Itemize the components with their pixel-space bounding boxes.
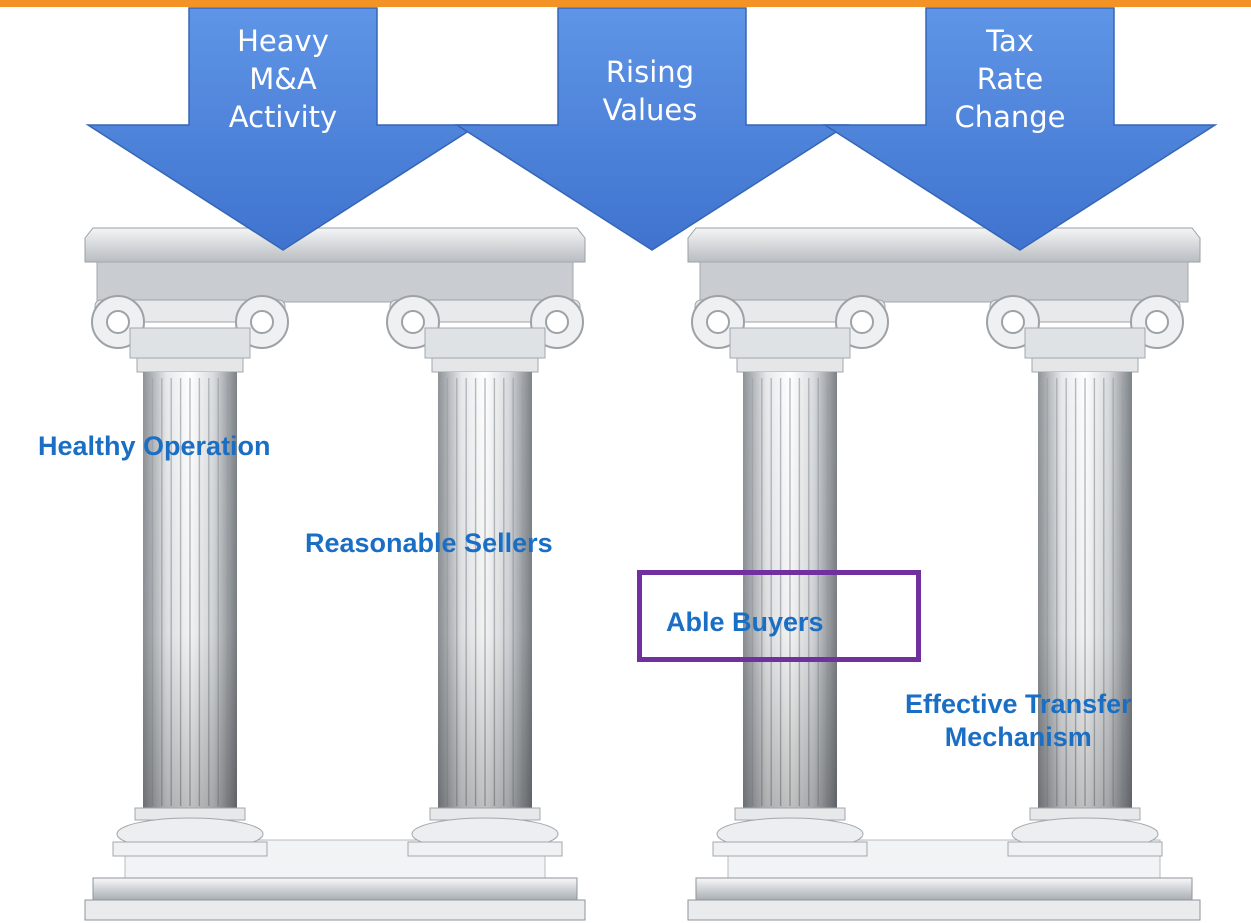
column-plinth	[407, 841, 563, 857]
pillar-label-able-buyers: Able Buyers	[666, 606, 824, 639]
pillar-label-healthy-operation: Healthy Operation	[38, 430, 271, 463]
volute-eye	[250, 310, 274, 334]
column	[91, 295, 289, 857]
column-shade	[1038, 372, 1132, 810]
arrow-label-rising-values: Rising Values	[575, 53, 725, 129]
arrow-label-line: M&A	[249, 62, 317, 96]
pillar-label-line: Able Buyers	[666, 607, 824, 637]
pillar-label-reasonable-sellers: Reasonable Sellers	[305, 527, 553, 560]
volute-eye	[106, 310, 130, 334]
capital-neck	[136, 357, 244, 373]
arrow-label-tax-rate: Tax Rate Change	[935, 22, 1085, 136]
highlight-box	[637, 570, 921, 662]
arrow-label-line: Rising	[605, 55, 695, 89]
down-arrow-icon	[822, 7, 1218, 251]
column	[691, 295, 889, 857]
column	[386, 295, 584, 857]
capital-neck	[431, 357, 539, 373]
column-plinth	[1007, 841, 1163, 857]
column-plinth	[112, 841, 268, 857]
volute-eye	[850, 310, 874, 334]
capital-echinus	[729, 327, 851, 359]
pillar-label-line: Healthy Operation	[38, 431, 271, 461]
entablature	[84, 227, 586, 303]
arrow-label-line: Values	[602, 93, 698, 127]
column-shade	[438, 372, 532, 810]
stylobate	[84, 839, 586, 921]
entablature-top	[84, 227, 586, 263]
stylobate-step	[687, 899, 1201, 921]
volute-eye	[1001, 310, 1025, 334]
capital-neck	[736, 357, 844, 373]
arrow-label-line: Tax	[986, 24, 1034, 58]
entablature-band	[699, 261, 1189, 303]
arrow-label-line: Change	[954, 100, 1066, 134]
top-accent-bar	[0, 0, 1251, 7]
pillar-label-line: Reasonable Sellers	[305, 528, 553, 558]
arrow-label-line: Rate	[976, 62, 1044, 96]
volute-eye	[401, 310, 425, 334]
stylobate-step	[84, 899, 586, 921]
column-shade	[143, 372, 237, 810]
column	[986, 295, 1184, 857]
down-arrow-icon	[85, 7, 481, 251]
column-plinth	[712, 841, 868, 857]
stylobate-step	[695, 877, 1193, 901]
entablature-top	[687, 227, 1201, 263]
pillar-label-line: Effective Transfer	[905, 689, 1132, 719]
capital-echinus	[424, 327, 546, 359]
down-arrow-icon	[454, 7, 850, 251]
capital-echinus	[1024, 327, 1146, 359]
arrow-label-heavy-ma: Heavy M&A Activity	[208, 22, 358, 136]
stylobate-step	[92, 877, 578, 901]
pillar-label-line: Mechanism	[944, 722, 1092, 752]
entablature	[687, 227, 1201, 303]
column-shade	[743, 372, 837, 810]
arrow-label-line: Activity	[228, 100, 338, 134]
arrow-label-line: Heavy	[237, 24, 329, 58]
volute-eye	[1145, 310, 1169, 334]
capital-echinus	[129, 327, 251, 359]
volute-eye	[706, 310, 730, 334]
volute-eye	[545, 310, 569, 334]
capital-neck	[1031, 357, 1139, 373]
pillar-label-effective-transfer: Effective Transfer Mechanism	[905, 688, 1132, 754]
entablature-band	[96, 261, 574, 303]
